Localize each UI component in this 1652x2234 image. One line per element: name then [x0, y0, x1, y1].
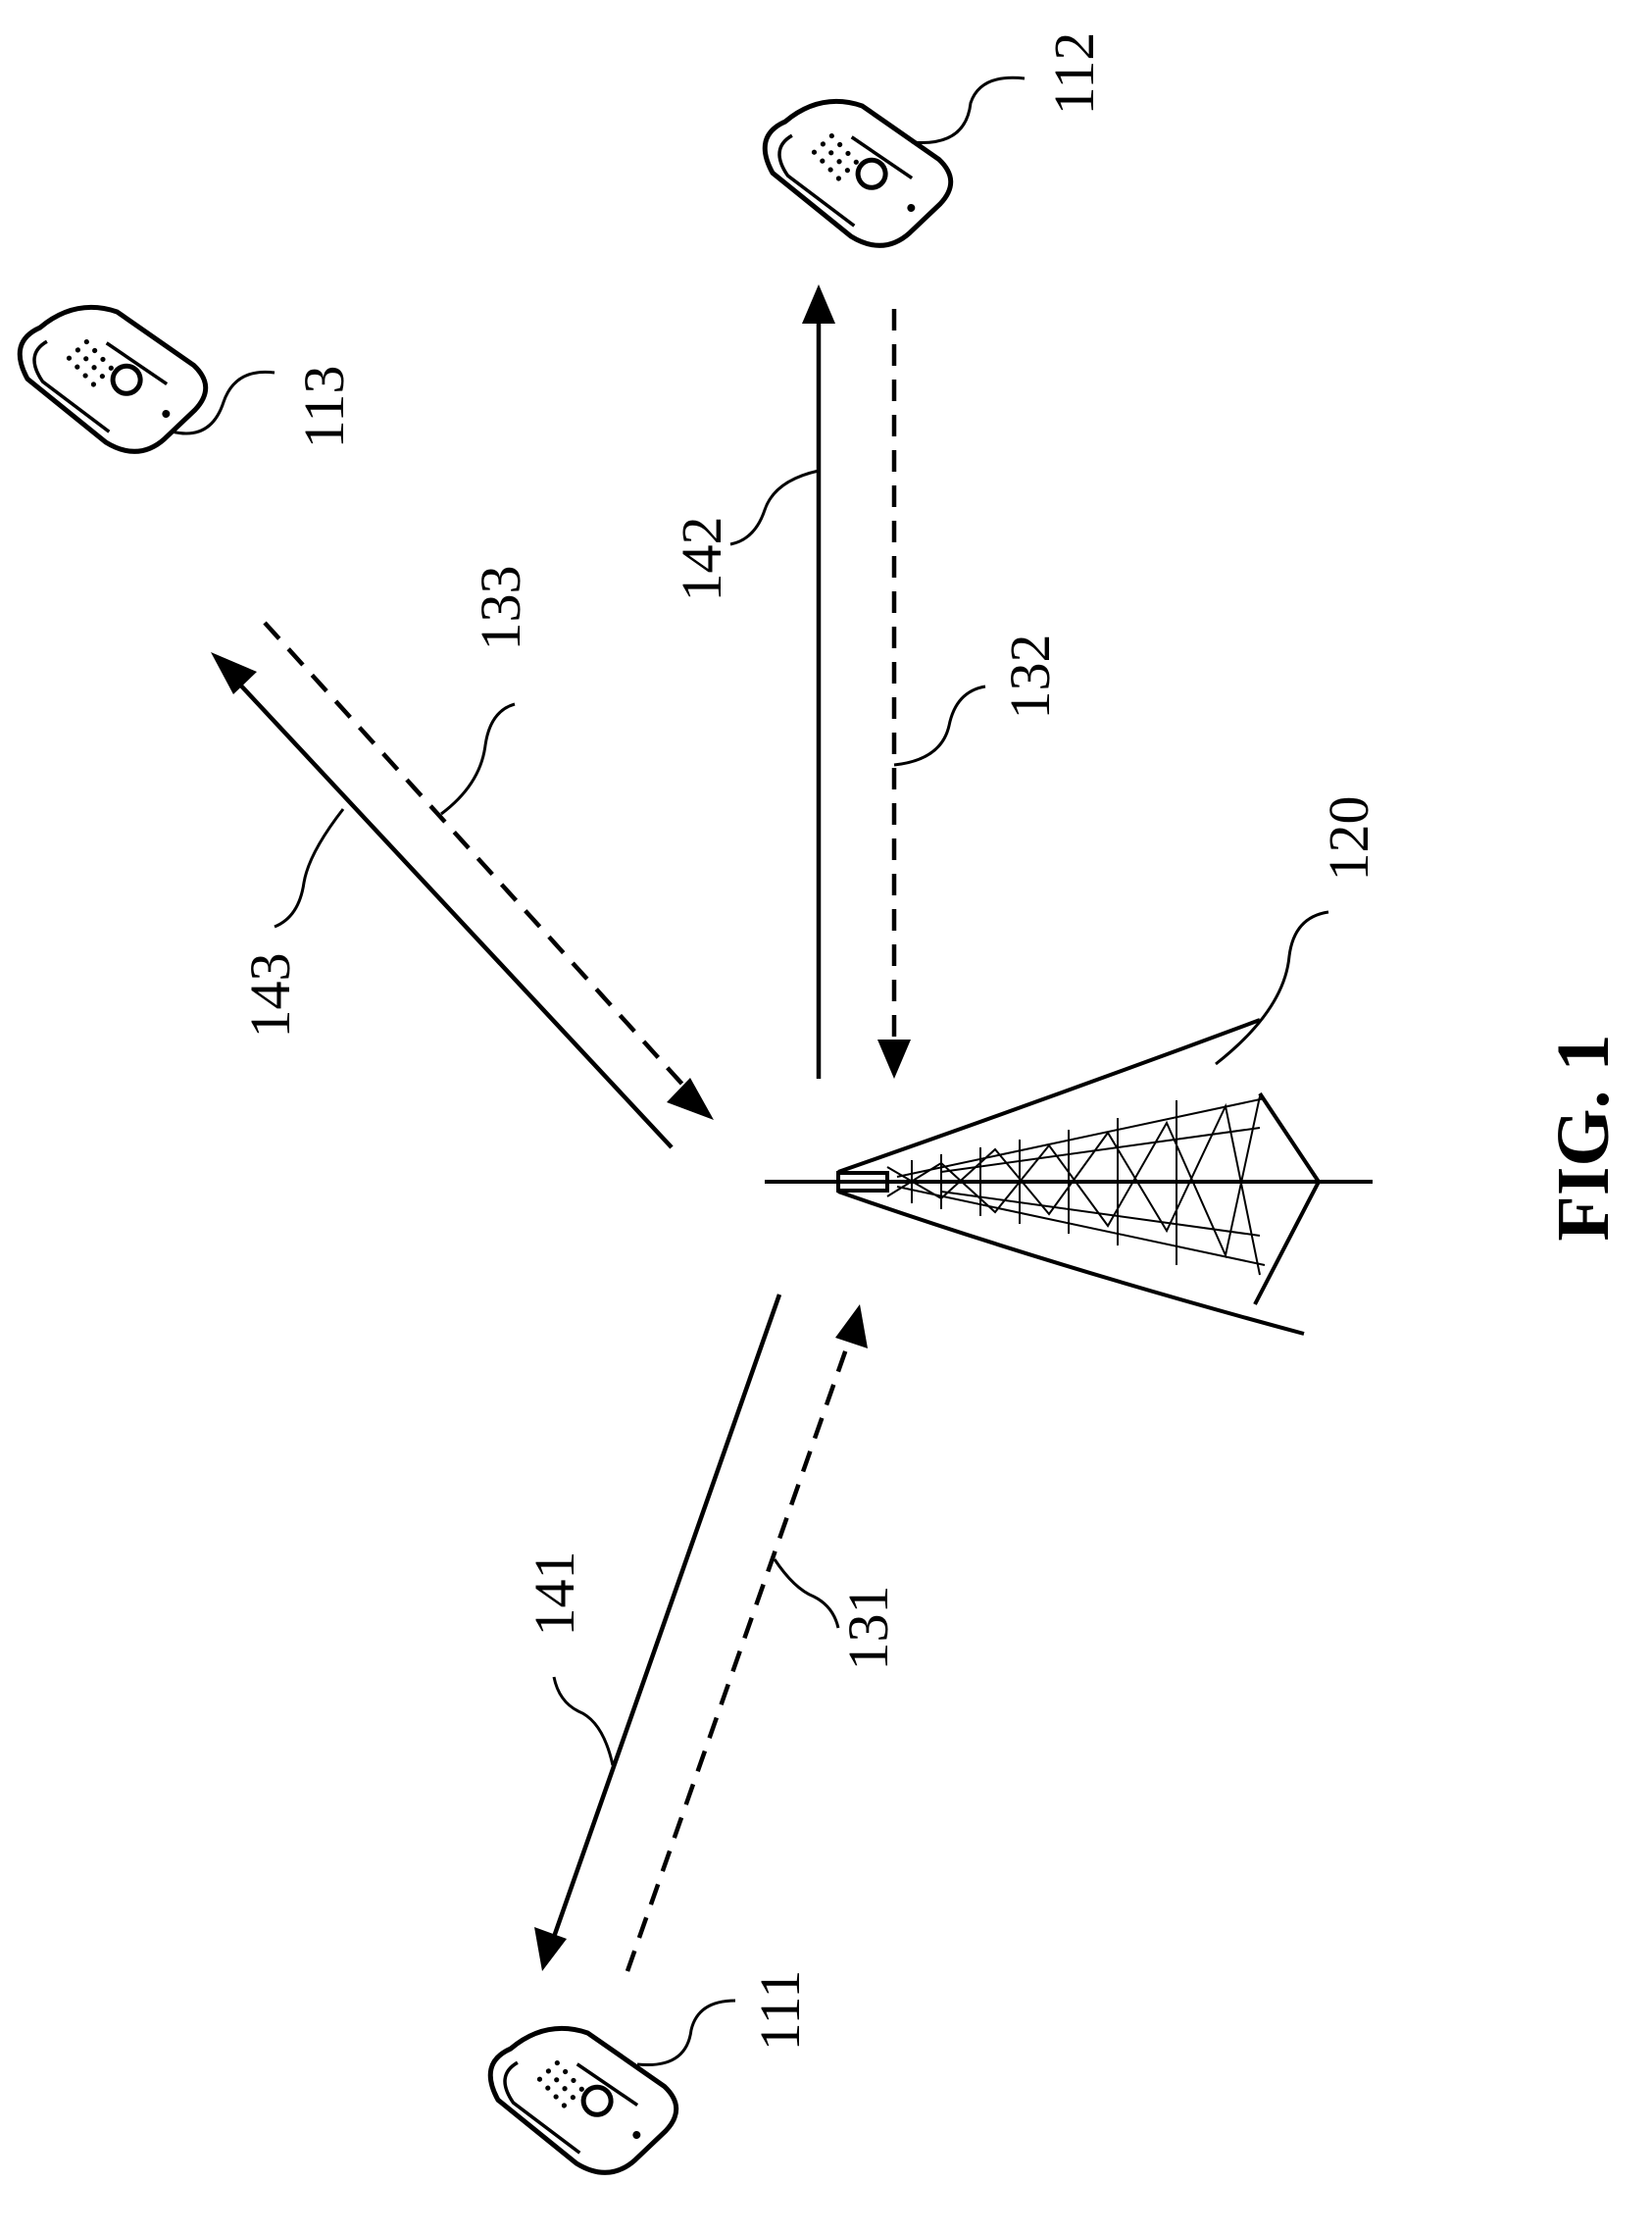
- leader-line-131: [775, 1559, 838, 1628]
- link-143: 143: [211, 652, 672, 1147]
- link-142: 142: [670, 284, 835, 1079]
- ref-label-111: 111: [748, 1970, 812, 2052]
- arrowhead-132: [877, 1040, 911, 1079]
- ref-label-141: 141: [523, 1551, 586, 1637]
- dashed-arrow-131: [627, 1344, 848, 1971]
- link-131: 131: [627, 1304, 900, 1971]
- leader-line-112: [912, 77, 1025, 142]
- ref-label-142: 142: [670, 517, 733, 602]
- phone-icon: [485, 2013, 684, 2187]
- solid-arrow-143: [237, 682, 672, 1147]
- link-133: 133: [265, 566, 714, 1121]
- solid-arrow-141: [554, 1295, 779, 1937]
- ref-label-133: 133: [469, 566, 532, 651]
- arrowhead-143: [211, 652, 257, 694]
- arrowhead-141: [534, 1927, 567, 1971]
- ref-label-143: 143: [238, 953, 302, 1039]
- tower-base: [1255, 1093, 1319, 1304]
- tower-lattice: [887, 1096, 1265, 1275]
- terminal-112: 112: [760, 32, 1106, 260]
- leader-line-133: [441, 704, 515, 814]
- arrowhead-131: [835, 1304, 868, 1348]
- ref-label-112: 112: [1042, 32, 1106, 116]
- ref-label-120: 120: [1317, 796, 1380, 882]
- leader-line-143: [275, 809, 343, 927]
- leader-line-120: [1216, 912, 1328, 1064]
- ref-label-131: 131: [836, 1586, 900, 1671]
- dashed-arrow-133: [265, 623, 686, 1089]
- terminal-111: 111: [485, 1970, 812, 2187]
- phone-icon: [15, 292, 214, 466]
- terminal-113: 113: [15, 292, 356, 466]
- leader-line-132: [894, 686, 985, 765]
- ref-label-113: 113: [292, 366, 356, 449]
- figure-caption: FIG. 1: [1542, 1034, 1625, 1241]
- link-141: 141: [523, 1295, 779, 1971]
- arrowhead-142: [802, 284, 835, 324]
- link-132: 132: [877, 309, 1062, 1079]
- leader-line-142: [730, 471, 819, 544]
- leader-line-111: [637, 2001, 735, 2065]
- arrowhead-133: [667, 1078, 714, 1120]
- phone-icon: [760, 86, 959, 260]
- leader-line-141: [554, 1677, 613, 1765]
- ref-label-132: 132: [998, 635, 1062, 720]
- base-station-120: 120: [765, 796, 1380, 1335]
